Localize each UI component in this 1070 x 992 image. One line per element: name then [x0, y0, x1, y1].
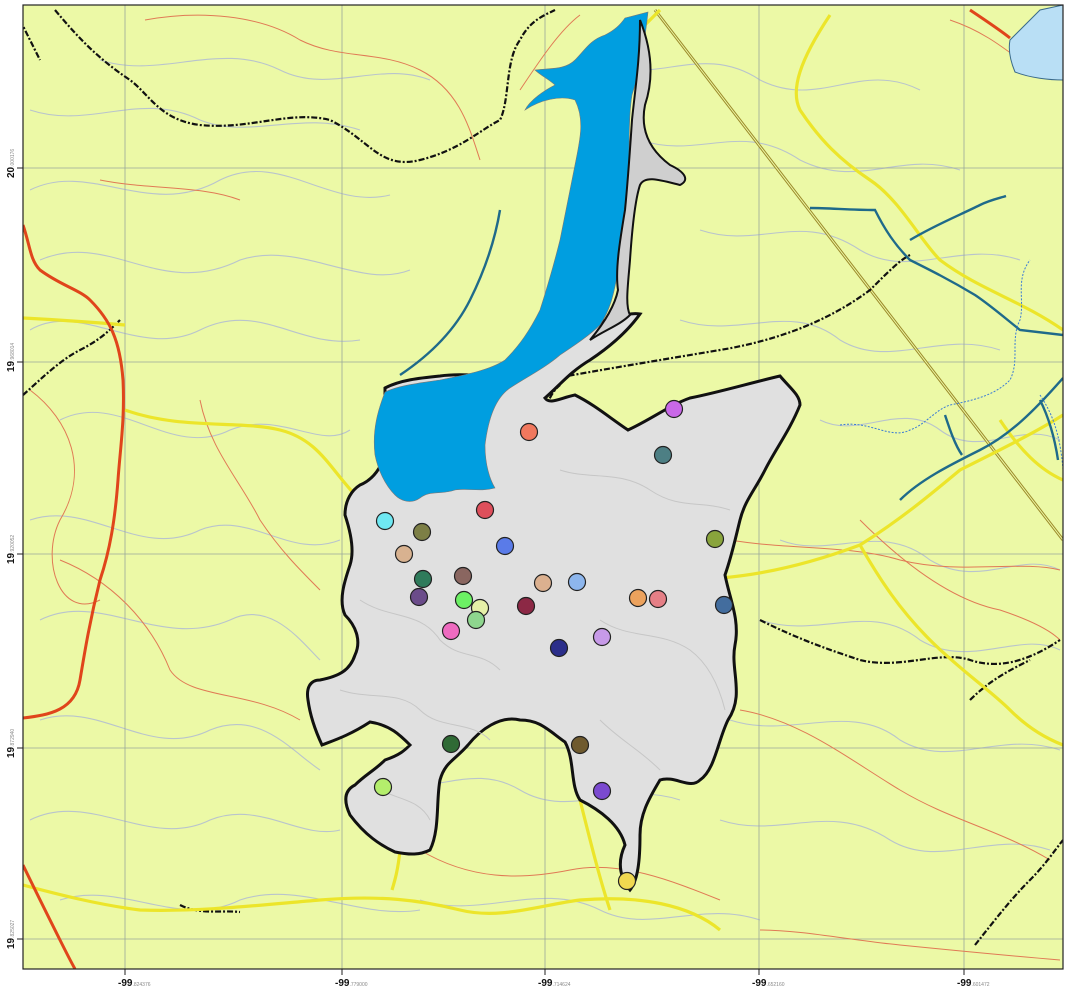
x-tick-label: -99.652160 [752, 978, 785, 989]
x-tick-label: -99.714624 [538, 978, 571, 989]
sample-point-marker[interactable] [533, 573, 553, 593]
y-tick-label: 19.825027 [6, 920, 17, 949]
sample-point-marker[interactable] [653, 445, 673, 465]
sample-point-marker[interactable] [441, 621, 461, 641]
sample-point-marker[interactable] [628, 588, 648, 608]
sample-point-marker[interactable] [373, 777, 393, 797]
sample-point-marker[interactable] [409, 587, 429, 607]
sample-point-marker[interactable] [705, 529, 725, 549]
municipality-contours [339, 469, 731, 821]
sample-point-marker[interactable] [394, 544, 414, 564]
x-tick-label: -99.779000 [335, 978, 368, 989]
y-tick-label: 19.872940 [6, 729, 17, 758]
sample-point-marker[interactable] [375, 511, 395, 531]
minor-roads [29, 14, 1061, 961]
sample-point-marker[interactable] [570, 735, 590, 755]
primary-roads [23, 8, 1011, 969]
rivers [399, 194, 1063, 501]
map-frame [22, 4, 1064, 970]
sample-point-marker[interactable] [516, 596, 536, 616]
x-tick-label: -99.824376 [118, 978, 151, 989]
sample-point-marker[interactable] [714, 595, 734, 615]
x-tick-label: -99.601472 [957, 978, 990, 989]
sample-point-marker[interactable] [648, 589, 668, 609]
y-tick-labels: 20.000176 19.968014 19.920052 19.872940 … [6, 149, 17, 949]
sample-point-marker[interactable] [617, 871, 637, 891]
sample-points [373, 399, 734, 891]
sample-point-marker[interactable] [519, 422, 539, 442]
y-tick-label: 20.000176 [6, 149, 17, 178]
x-tick-labels: -99.824376 -99.779000 -99.714624 -99.652… [118, 978, 990, 989]
sample-point-marker[interactable] [592, 781, 612, 801]
sample-point-marker[interactable] [413, 569, 433, 589]
sample-point-marker[interactable] [495, 536, 515, 556]
sample-point-marker[interactable] [549, 638, 569, 658]
sample-point-marker[interactable] [454, 590, 474, 610]
lake-corner [1008, 5, 1063, 81]
y-tick-label: 19.968014 [6, 343, 17, 372]
sample-point-marker[interactable] [592, 627, 612, 647]
streams [839, 259, 1063, 471]
sample-point-marker[interactable] [567, 572, 587, 592]
tick-marks [17, 167, 965, 975]
reservoir-shore [589, 19, 687, 341]
reservoir-water [373, 11, 649, 502]
sample-point-marker[interactable] [466, 610, 486, 630]
sample-point-marker[interactable] [441, 734, 461, 754]
sample-point-marker[interactable] [664, 399, 684, 419]
y-tick-label: 19.920052 [6, 535, 17, 564]
sample-point-marker[interactable] [475, 500, 495, 520]
sample-point-marker[interactable] [453, 566, 473, 586]
sample-point-marker[interactable] [412, 522, 432, 542]
